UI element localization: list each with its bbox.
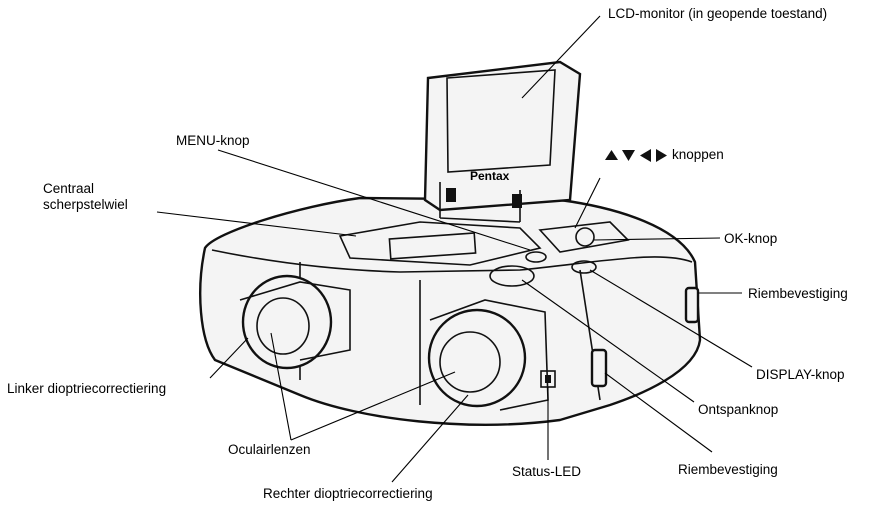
release-button [489, 265, 535, 287]
label-lcd-monitor: LCD-monitor (in geopende toestand) [608, 6, 828, 21]
right-diopter-ring [427, 308, 527, 408]
leader-knoppen [574, 177, 601, 229]
leader-linker [209, 337, 249, 379]
right-eyepiece-lens [439, 331, 501, 393]
label-riembevestiging-bottom: Riembevestiging [678, 462, 778, 477]
strap-mount-front [590, 348, 608, 388]
monitor-logo: Pentax [470, 169, 510, 183]
label-knoppen: knoppen [672, 147, 724, 162]
left-eyepiece-housing [239, 281, 351, 361]
leader-menu [217, 149, 531, 251]
left-triangle-icon [640, 149, 651, 162]
leader-ocul-right [290, 371, 456, 441]
label-linker-dioptriecorrectiering: Linker dioptriecorrectiering [7, 381, 167, 396]
label-ok-knop: OK-knop [724, 231, 778, 246]
label-ontspanknop: Ontspanknop [698, 402, 779, 417]
leader-ocul-left [270, 332, 292, 441]
left-eyepiece-lens [256, 297, 310, 355]
ok-button [575, 227, 595, 247]
top-panel [338, 221, 542, 266]
label-rechter-dioptriecorrectiering: Rechter dioptriecorrectiering [263, 486, 433, 501]
body-top-edge [211, 249, 693, 273]
display-button [571, 260, 597, 274]
right-triangle-icon [656, 149, 667, 162]
leader-lcd [521, 15, 601, 99]
hinge-clip-right [512, 194, 522, 208]
right-eyepiece-housing [429, 299, 549, 411]
label-centraal-line2: scherpstelwiel [43, 197, 128, 212]
up-triangle-icon [605, 150, 618, 160]
status-led-light [545, 375, 551, 383]
strap-mount-right [684, 286, 700, 324]
label-display-knop: DISPLAY-knop [756, 367, 845, 382]
leader-centraal [156, 211, 357, 237]
info-display-window [388, 232, 477, 260]
down-triangle-icon [622, 150, 635, 161]
label-centraal-line1: Centraal [43, 181, 95, 196]
leader-display [589, 269, 753, 368]
lcd-screen [446, 69, 556, 173]
label-oculairlenzen: Oculairlenzen [228, 442, 311, 457]
lcd-monitor [423, 60, 582, 212]
hinge-clip-left [446, 188, 456, 202]
leader-rechter [391, 394, 469, 483]
menu-button [525, 251, 547, 263]
label-status-led: Status-LED [512, 464, 582, 479]
leader-ontspan [521, 279, 695, 403]
left-diopter-ring [241, 274, 333, 370]
camera-body [199, 196, 702, 426]
label-menu-knop: MENU-knop [176, 133, 250, 148]
leader-ok [593, 237, 721, 241]
leader-riem-bottom [604, 372, 713, 453]
label-riembevestiging-right: Riembevestiging [748, 286, 848, 301]
